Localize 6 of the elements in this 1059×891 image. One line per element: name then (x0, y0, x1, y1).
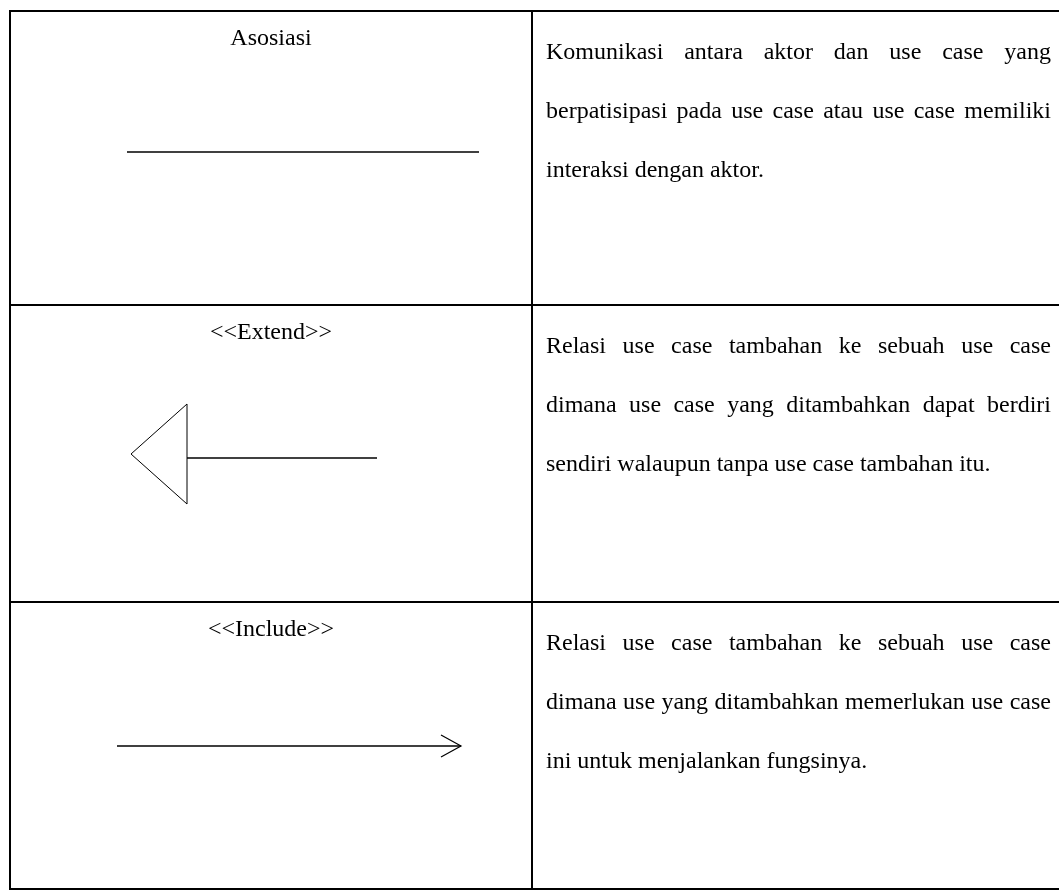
description-text: Komunikasi antara aktor dan use case yang berpatisipasi pada use case atau use case memiliki interaksi dengan aktor. (546, 37, 1051, 184)
description-text: Relasi use case tambahan ke sebuah use case dimana use yang ditambahkan memerlukan use case ini untuk menjalankan fungsinya. (546, 628, 1051, 775)
symbol-name: <<Extend>> (208, 317, 334, 346)
description-text: Relasi use case tambahan ke sebuah use case dimana use case yang ditambahkan dapat berdiri sendiri walaupun tanpa use case tambahan itu. (546, 331, 1051, 478)
symbol-name: <<Include>> (206, 614, 336, 643)
symbol-name: Asosiasi (229, 23, 313, 52)
